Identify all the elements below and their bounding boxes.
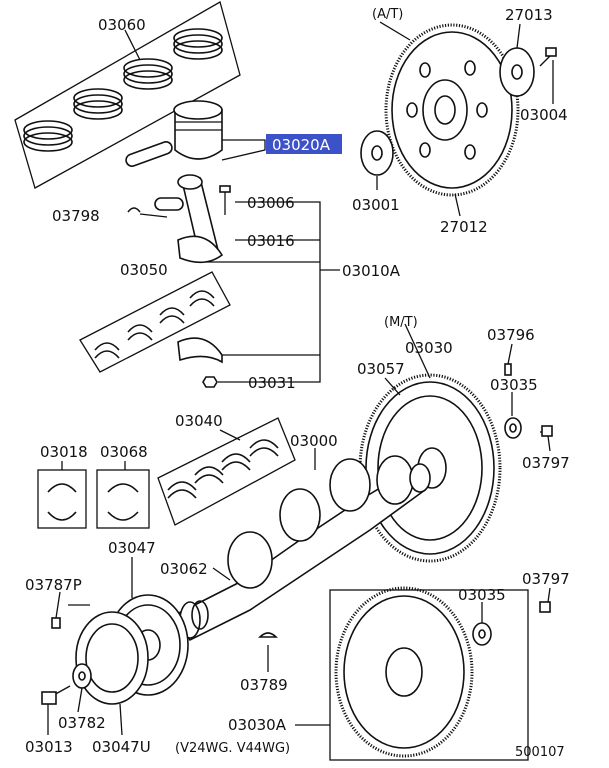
- label-03006[interactable]: 03006: [247, 194, 295, 212]
- label-03787p[interactable]: 03787P: [25, 576, 82, 594]
- label-03018[interactable]: 03018: [40, 443, 88, 461]
- clip-03798[interactable]: [127, 207, 141, 213]
- label-03035-lower[interactable]: 03035: [458, 586, 506, 604]
- label-03004[interactable]: 03004: [520, 106, 568, 124]
- pin-03796[interactable]: [504, 363, 512, 376]
- adapter-plate-27013[interactable]: [499, 47, 535, 97]
- bearing-03035-lower[interactable]: [472, 622, 492, 646]
- bolt-03013[interactable]: [41, 685, 71, 705]
- label-03000[interactable]: 03000: [290, 432, 338, 450]
- washer-03782[interactable]: [72, 663, 92, 689]
- piston-pin[interactable]: [124, 140, 173, 168]
- label-03030[interactable]: 03030: [405, 339, 453, 357]
- bearing-03035-upper[interactable]: [504, 417, 522, 439]
- label-03035-upper[interactable]: 03035: [490, 376, 538, 394]
- leader-lines: [47, 21, 554, 736]
- label-03782[interactable]: 03782: [58, 714, 106, 732]
- piston[interactable]: [124, 100, 223, 168]
- label-03789[interactable]: 03789: [240, 676, 288, 694]
- variant-box: [329, 589, 529, 761]
- label-03050[interactable]: 03050: [120, 261, 168, 279]
- leader-03020a: [221, 139, 266, 161]
- bearing-03068[interactable]: [96, 469, 150, 529]
- drive-plate-at[interactable]: [384, 23, 520, 197]
- flywheel-03030a[interactable]: [334, 586, 474, 758]
- part-labels: 03060 03020A 03798 03006 03016 03050 030…: [25, 6, 570, 760]
- label-03031[interactable]: 03031: [248, 374, 296, 392]
- label-03020a[interactable]: 03020A: [272, 136, 331, 154]
- label-03001[interactable]: 03001: [352, 196, 400, 214]
- main-bearing-set-03040[interactable]: [157, 417, 296, 526]
- label-03068[interactable]: 03068: [100, 443, 148, 461]
- label-03797-upper[interactable]: 03797: [522, 454, 570, 472]
- damper-03047u[interactable]: [75, 611, 149, 705]
- note-mt: (M/T): [384, 315, 418, 330]
- label-27013[interactable]: 27013: [505, 6, 553, 24]
- spacer-03001[interactable]: [360, 130, 394, 176]
- ring-box-frame: [14, 1, 241, 189]
- rod-nut[interactable]: [202, 376, 218, 388]
- bolt-03787p[interactable]: [51, 617, 61, 629]
- label-03030a[interactable]: 03030A: [228, 716, 287, 734]
- rod-bushing[interactable]: [154, 197, 184, 211]
- label-27012[interactable]: 27012: [440, 218, 488, 236]
- label-03060[interactable]: 03060: [98, 16, 146, 34]
- bracket-03010a: [218, 201, 321, 383]
- diagram-code: 500107: [515, 745, 565, 760]
- bearing-03018[interactable]: [37, 469, 87, 529]
- label-03016[interactable]: 03016: [247, 232, 295, 250]
- label-03797-lower[interactable]: 03797: [522, 570, 570, 588]
- label-03013[interactable]: 03013: [25, 738, 73, 756]
- note-at: (A/T): [372, 7, 403, 22]
- label-03062[interactable]: 03062: [160, 560, 208, 578]
- rod-bolt[interactable]: [219, 185, 231, 215]
- label-03040[interactable]: 03040: [175, 412, 223, 430]
- label-03047u[interactable]: 03047U: [92, 738, 151, 756]
- label-03010a[interactable]: 03010A: [342, 262, 401, 280]
- rod-bearing-set[interactable]: [79, 271, 231, 373]
- rod-cap[interactable]: [177, 337, 223, 364]
- label-03057[interactable]: 03057: [357, 360, 405, 378]
- label-03047[interactable]: 03047: [108, 539, 156, 557]
- bolt-03004[interactable]: [539, 47, 557, 67]
- bolt-03797-upper[interactable]: [540, 425, 553, 437]
- bolt-03797-lower[interactable]: [539, 601, 551, 613]
- piston-ring-set[interactable]: [14, 1, 241, 189]
- label-03796[interactable]: 03796: [487, 326, 535, 344]
- label-03798[interactable]: 03798: [52, 207, 100, 225]
- highlight-box-03020a: [266, 134, 342, 154]
- key-03789[interactable]: [258, 632, 278, 638]
- crankshaft[interactable]: [173, 455, 431, 642]
- connecting-rod[interactable]: [154, 174, 224, 264]
- note-variant: (V24WG. V44WG): [175, 741, 290, 756]
